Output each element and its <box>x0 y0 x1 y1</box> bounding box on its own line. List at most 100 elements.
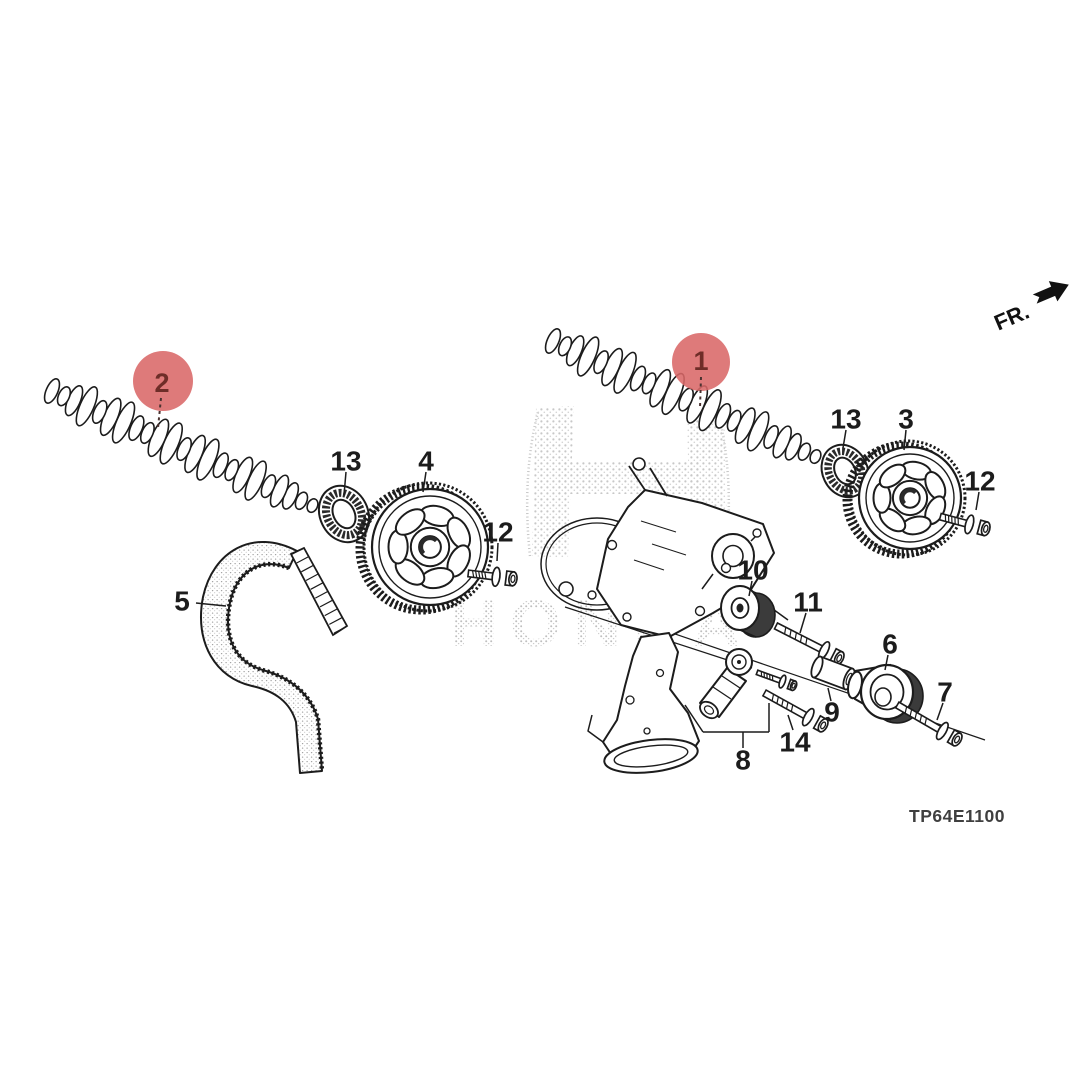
camshaft-front-part1 <box>544 328 822 465</box>
bolt-thread <box>904 706 908 714</box>
cam-lobe <box>763 425 780 450</box>
dowel-hole <box>558 581 574 597</box>
bolt-thread <box>781 699 784 707</box>
oil-strainer-foot-inner <box>613 744 689 768</box>
pump-bolt-hole <box>625 695 635 705</box>
bolt-thread <box>914 712 918 720</box>
idler-pulley-part10 <box>720 585 776 638</box>
collar-end-left <box>810 655 824 679</box>
bolt-shaft <box>761 688 811 722</box>
bolt-washer-flange <box>964 514 975 535</box>
bolt-thread <box>919 715 923 723</box>
seal-bore <box>331 498 357 530</box>
belt-hatch-line <box>319 599 333 608</box>
belt-hatch-line <box>301 564 314 573</box>
cam-lobe <box>641 372 657 395</box>
fr-direction: FR. <box>990 281 1069 336</box>
cam-lobe <box>809 449 822 465</box>
highlighted-part-number-1: 1 <box>693 346 708 376</box>
callout-leader-line <box>903 429 907 451</box>
cam-seal-left-part13 <box>317 484 371 544</box>
bolt-thread <box>484 571 487 579</box>
pulley-bolt-right-part12 <box>938 512 991 537</box>
cam-pulley-right-part3 <box>842 439 967 559</box>
belt-hatch-line <box>315 590 328 599</box>
bolt-thread <box>783 627 787 635</box>
cam-lobe <box>128 415 145 442</box>
diagram-code: TP64E1100 <box>909 806 1005 826</box>
cover-arm-boss <box>632 457 646 471</box>
tensioner-arm-hub <box>722 544 744 568</box>
bolt-socket <box>820 721 827 730</box>
part-number-14: 14 <box>779 727 811 758</box>
highlight-circle-2 <box>133 351 193 411</box>
idler-bore <box>736 603 744 613</box>
bolt-socket <box>510 574 516 584</box>
dowel-hole <box>587 590 597 600</box>
bolt-thread <box>805 637 808 645</box>
belt-hatch-line <box>310 582 324 590</box>
flange-bolt-part14 <box>761 688 829 733</box>
pulley-serration <box>849 439 967 557</box>
pulley-serration <box>362 481 494 613</box>
solenoid-screw <box>755 669 798 692</box>
belt-back-strip-hatch <box>291 547 347 634</box>
callout-leader-line <box>827 687 832 702</box>
part-number-4: 4 <box>418 446 434 477</box>
bolt-hole <box>694 605 706 617</box>
belt-hatch-line <box>333 626 347 634</box>
bolt-thread <box>776 696 779 704</box>
highlight-leader-line <box>157 397 162 429</box>
pump-flange-edge <box>587 714 604 743</box>
cover-upper-arms <box>628 465 668 497</box>
bolt-thread <box>478 571 481 579</box>
callout-leader-line <box>496 542 499 562</box>
belt-hatch-line <box>305 573 319 582</box>
belt-hatch-line <box>324 608 338 617</box>
callout-leader-line <box>842 429 847 449</box>
cam-lobe <box>714 402 732 429</box>
callout-leader-line <box>799 612 807 634</box>
part-number-6: 6 <box>882 629 898 660</box>
cam-pulley-left-part4 <box>355 481 494 615</box>
idler-bolt-part11 <box>773 621 845 666</box>
callout-leader-line <box>936 702 944 721</box>
honda-logo-h-crossbar <box>558 462 702 494</box>
callout-leader-line <box>195 602 227 607</box>
solenoid-port <box>699 700 719 720</box>
belt-band <box>200 541 323 774</box>
highlight-circle-1 <box>672 333 730 391</box>
callout-leader-line <box>748 580 753 597</box>
bolt-shaft <box>773 621 827 655</box>
bolt-thread <box>790 704 794 712</box>
part-number-7: 7 <box>937 677 953 708</box>
fr-arrow-icon <box>1032 281 1069 304</box>
pulley-spoke-hole <box>394 508 426 536</box>
callout-leader-line <box>975 491 980 511</box>
bolt-thread <box>909 709 913 717</box>
tensioner-arm-pivot <box>720 562 732 574</box>
bolt-socket <box>982 524 989 533</box>
bolt-thread <box>924 717 928 725</box>
solenoid-motor-shaft <box>737 660 741 664</box>
callout-leader-line <box>884 654 889 671</box>
camshaft-rear-part2 <box>43 378 319 514</box>
seal-ring-hatch <box>321 488 367 540</box>
part-number-13-right: 13 <box>830 404 861 435</box>
cam-lobe <box>176 437 192 462</box>
bolt-thread <box>475 570 478 578</box>
pump-bolt-hole <box>643 727 651 735</box>
pulley-face-ring <box>865 453 955 543</box>
bolt-washer-flange <box>801 707 815 727</box>
part-number-5: 5 <box>174 586 190 617</box>
pump-bolt-hole <box>655 668 665 678</box>
cover-shading-lines <box>633 520 687 571</box>
fr-label: FR. <box>990 299 1032 336</box>
pulley-bore-shadow <box>419 536 441 558</box>
callout-bracket-line <box>684 704 704 733</box>
part-number-12-left: 12 <box>482 517 513 548</box>
cam-lobe <box>260 474 277 499</box>
pulley-face-ring <box>378 495 482 599</box>
cam-lobe <box>797 442 812 461</box>
